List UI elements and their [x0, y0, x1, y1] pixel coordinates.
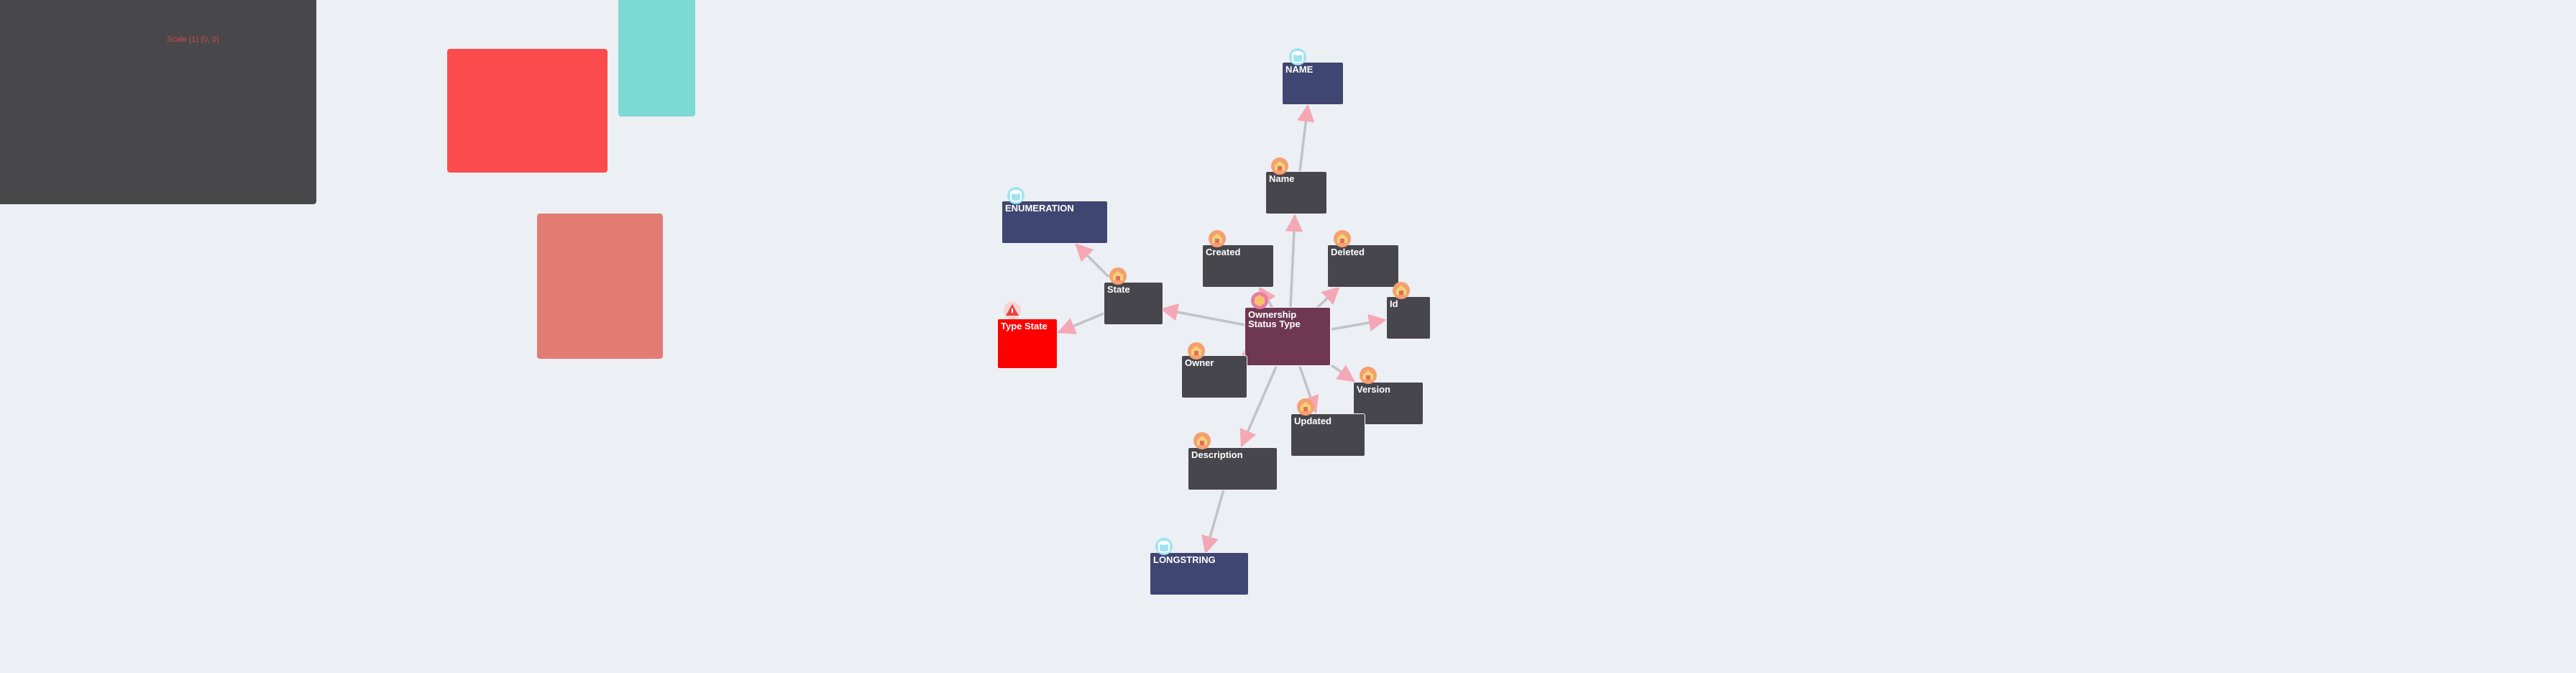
node-label: Updated: [1294, 416, 1331, 426]
edge-name-nametype: [1297, 104, 1315, 172]
scale-panel: Scale (1) (0, 0): [0, 0, 316, 204]
edge-ownership-state: [1160, 303, 1246, 326]
node-label: Description: [1191, 449, 1243, 460]
red-swatch: [447, 49, 608, 173]
database-icon: [1007, 187, 1025, 204]
node-enumeration[interactable]: ENUMERATION: [1001, 201, 1108, 244]
cube-icon: [1334, 230, 1351, 247]
node-label: Owner: [1185, 357, 1214, 368]
node-deleted[interactable]: Deleted: [1327, 244, 1399, 288]
node-label: LONGSTRING: [1153, 554, 1216, 565]
node-label: Type State: [1001, 321, 1048, 331]
node-label: Deleted: [1331, 247, 1365, 257]
edge-ownership-description: [1239, 366, 1278, 448]
cube-icon: [1271, 157, 1288, 175]
cube-icon: [1393, 282, 1410, 299]
edge-ownership-deleted: [1316, 286, 1340, 309]
edge-state-typestate: [1057, 312, 1104, 334]
teal-swatch: [618, 0, 695, 116]
node-label: Name: [1269, 173, 1295, 184]
salmon-swatch: [537, 214, 663, 359]
node-updated[interactable]: Updated: [1291, 413, 1365, 457]
hexagon-icon: [1251, 292, 1268, 309]
scale-label: Scale (1) (0, 0): [167, 35, 219, 44]
node-longstring[interactable]: LONGSTRING: [1150, 552, 1249, 595]
node-label: Created: [1206, 247, 1241, 257]
node-label: NAME: [1285, 64, 1314, 75]
node-owner[interactable]: Owner: [1181, 355, 1247, 398]
node-description[interactable]: Description: [1188, 447, 1278, 490]
node-label: Version: [1357, 384, 1390, 395]
warning-icon: [1004, 302, 1021, 319]
node-label: State: [1107, 284, 1130, 295]
edge-state-enumeration: [1075, 243, 1110, 278]
node-created[interactable]: Created: [1202, 244, 1274, 288]
cube-icon: [1109, 267, 1127, 285]
edge-ownership-id: [1331, 313, 1387, 331]
cube-icon: [1297, 398, 1314, 416]
node-ownership-status-type[interactable]: Ownership Status Type: [1245, 307, 1331, 366]
node-state[interactable]: State: [1104, 282, 1163, 325]
cube-icon: [1209, 230, 1226, 247]
edge-ownership-name: [1285, 214, 1303, 308]
database-icon: [1155, 538, 1173, 555]
database-icon: [1289, 48, 1306, 65]
node-name[interactable]: Name: [1265, 171, 1327, 214]
cube-icon: [1360, 367, 1377, 384]
node-type-state[interactable]: Type State: [997, 319, 1058, 369]
edge-ownership-version: [1330, 364, 1355, 383]
node-label: Id: [1390, 298, 1398, 309]
node-label: Ownership Status Type: [1248, 309, 1301, 329]
cube-icon: [1193, 432, 1211, 449]
cube-icon: [1188, 342, 1205, 360]
node-name-type[interactable]: NAME: [1282, 62, 1344, 105]
node-id[interactable]: Id: [1386, 296, 1431, 339]
edge-description-longstring: [1201, 489, 1225, 554]
node-label: ENUMERATION: [1005, 203, 1074, 214]
